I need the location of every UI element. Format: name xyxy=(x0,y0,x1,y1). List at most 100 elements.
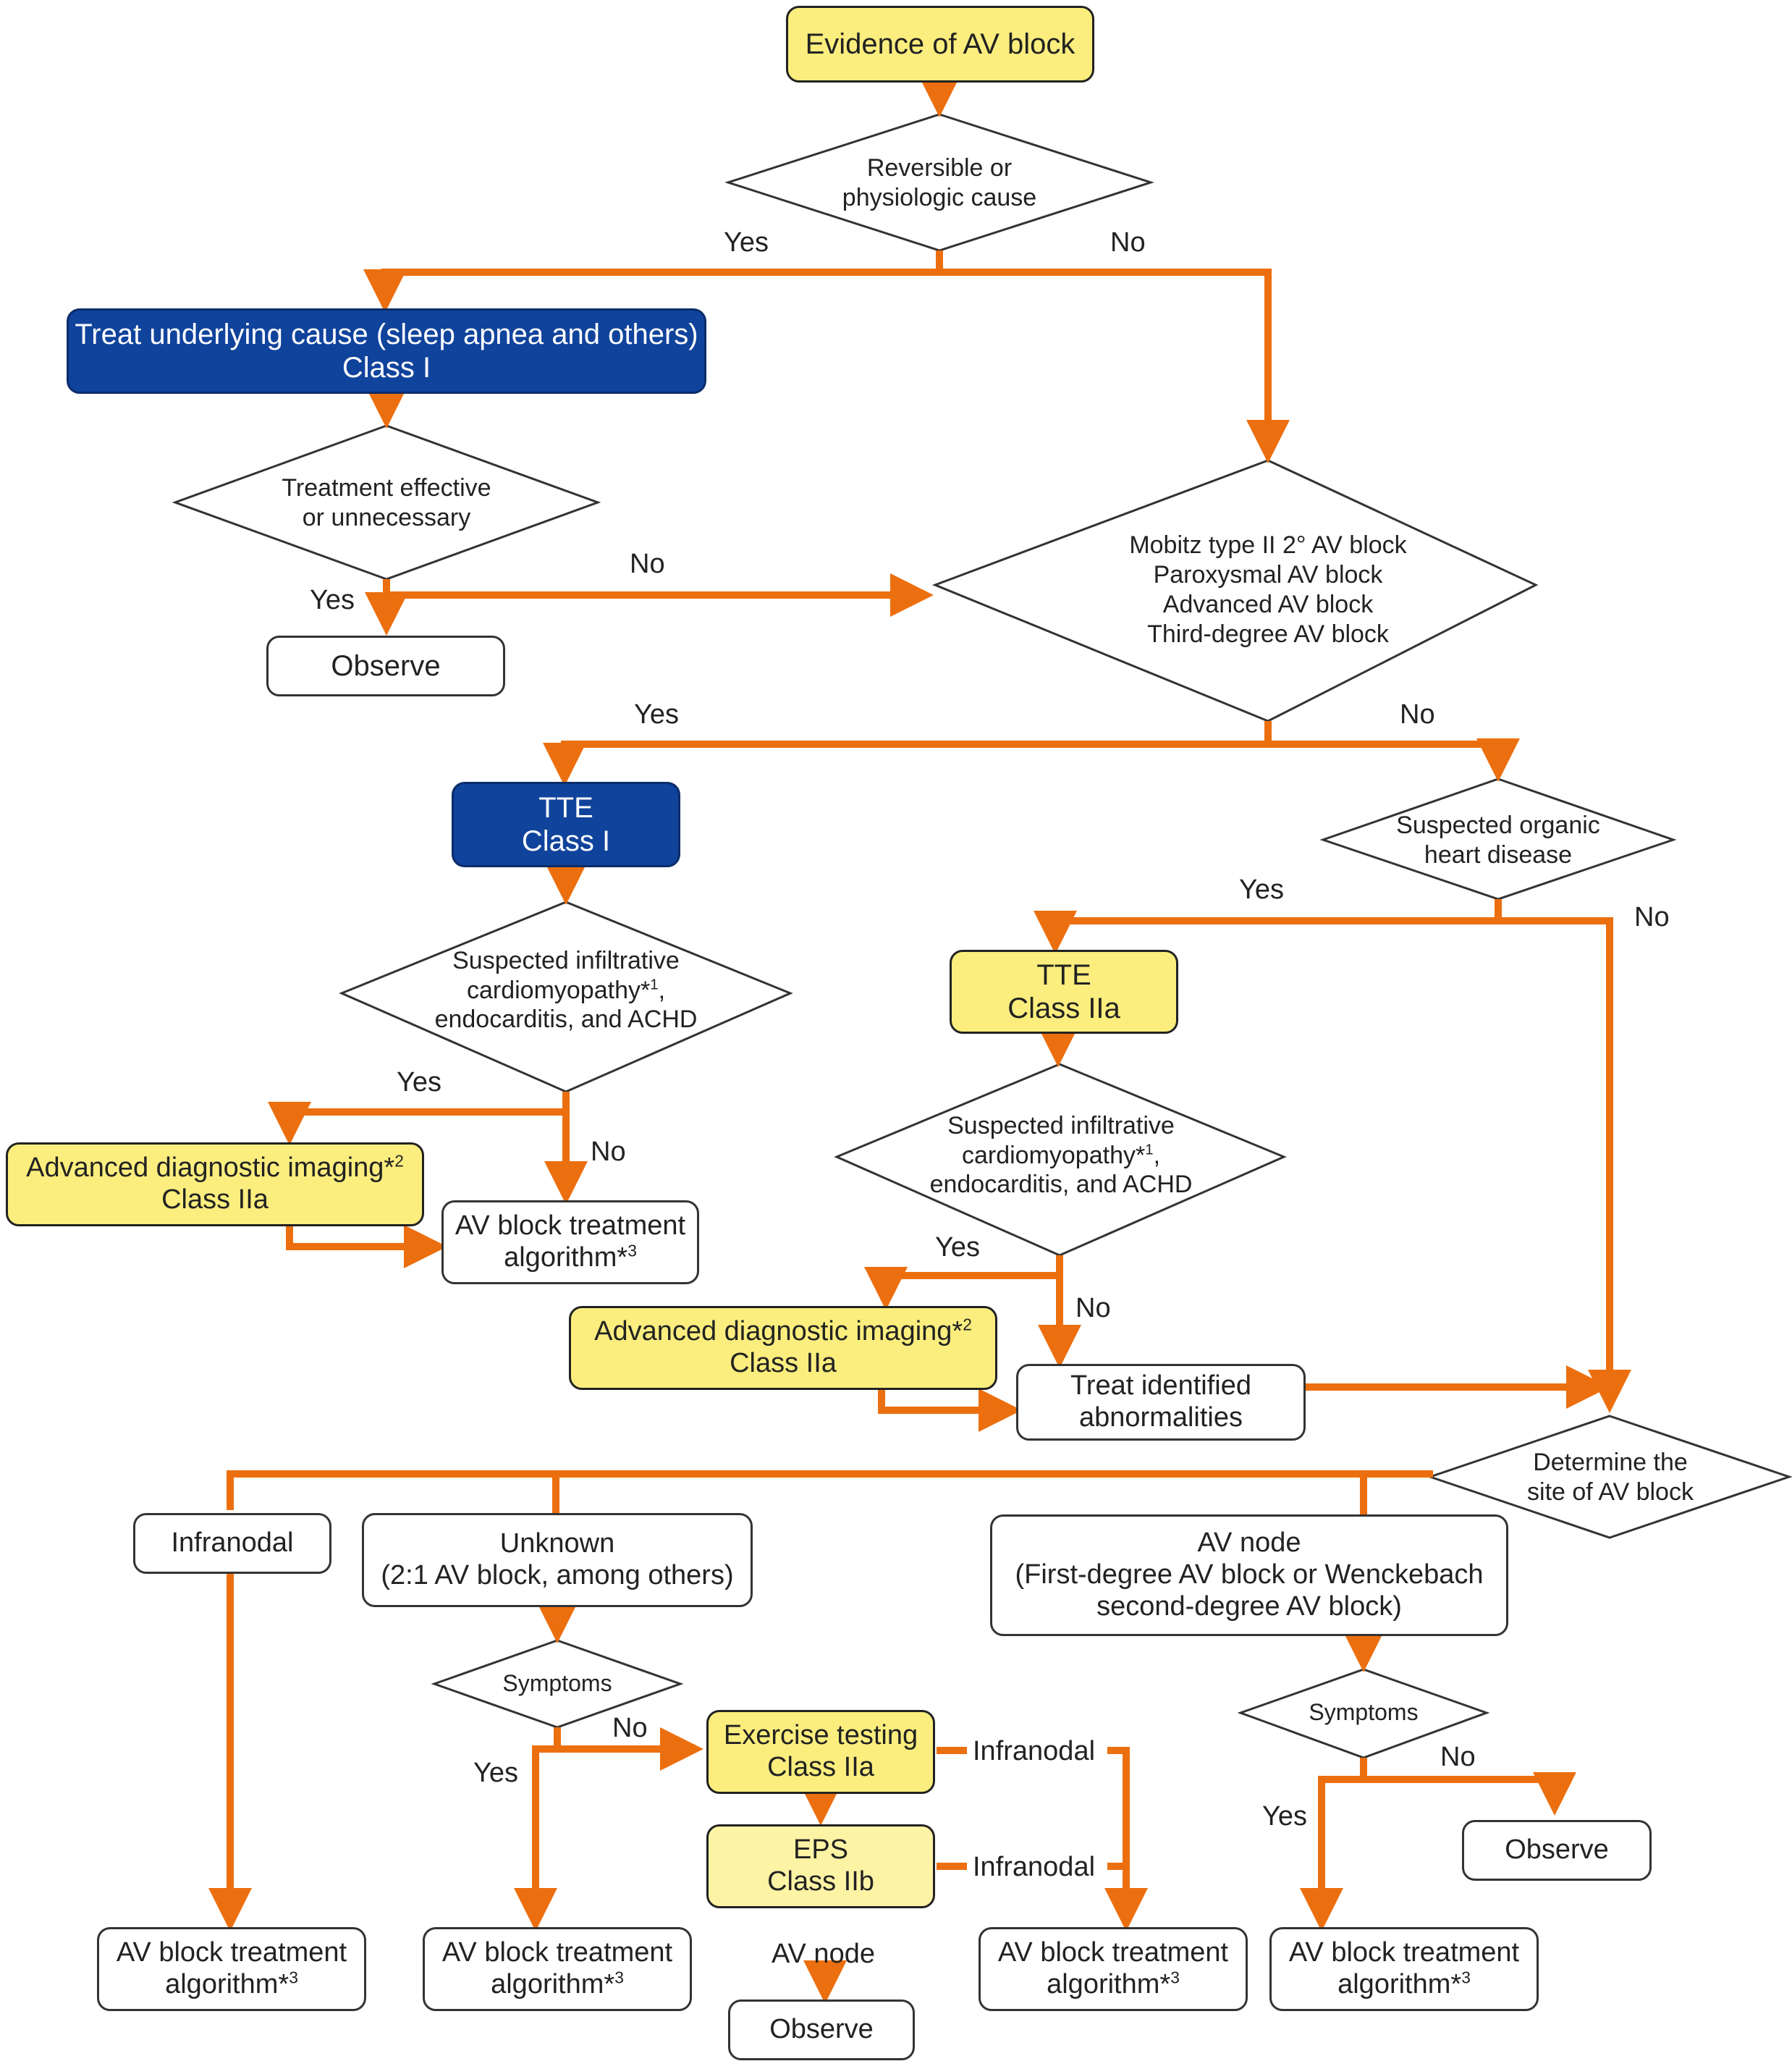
label-no-reversible: No xyxy=(1110,227,1146,258)
algorithm-box-bottom-2: AV block treatment algorithm*3 xyxy=(423,1927,692,2011)
arrow-symptoms-left-yes xyxy=(514,1745,557,1931)
observe-box-bottom: Observe xyxy=(728,2000,915,2060)
treat-underlying-cause-box: Treat underlying cause (sleep apnea and … xyxy=(67,308,706,394)
treat-cause-title: Treat underlying cause (sleep apnea and … xyxy=(75,319,698,350)
treat-cause-class: Class I xyxy=(342,352,431,384)
label-yes-symptoms-right: Yes xyxy=(1262,1801,1307,1832)
observe-right-label: Observe xyxy=(1505,1834,1609,1866)
label-no-mobitz: No xyxy=(1400,699,1435,730)
advanced-imaging-left-title: Advanced diagnostic imaging*2 xyxy=(26,1151,404,1184)
label-yes-reversible: Yes xyxy=(724,227,769,258)
advanced-imaging-right-class: Class IIa xyxy=(730,1348,837,1378)
infranodal-box: Infranodal xyxy=(133,1513,331,1574)
tte-right-title: TTE xyxy=(1036,959,1091,991)
label-yes-symptoms-left: Yes xyxy=(473,1758,518,1788)
symptoms-left-text: Symptoms xyxy=(502,1669,612,1696)
algorithm-b2-line2: algorithm*3 xyxy=(491,1968,624,2000)
algorithm-box-bottom-1: AV block treatment algorithm*3 xyxy=(97,1927,366,2011)
label-infranodal-exercise: Infranodal xyxy=(973,1736,1096,1766)
algorithm-box-bottom-3: AV block treatment algorithm*3 xyxy=(979,1927,1248,2011)
algorithm-b2-line1: AV block treatment xyxy=(441,1937,673,1968)
infiltrative-right-text: Suspected infiltrative cardiomyopathy*1,… xyxy=(929,1111,1193,1199)
unknown-subtitle: (2:1 AV block, among others) xyxy=(381,1560,734,1590)
label-no-organic: No xyxy=(1634,902,1670,932)
advanced-imaging-right-title: Advanced diagnostic imaging*2 xyxy=(594,1315,972,1347)
organic-text: Suspected organic heart disease xyxy=(1396,812,1600,869)
av-node-title: AV node xyxy=(1197,1527,1301,1559)
label-yes-infiltrative-left: Yes xyxy=(397,1067,441,1097)
algorithm-b1-line1: AV block treatment xyxy=(116,1937,347,1968)
arrow-mobitz-yes xyxy=(543,721,1272,786)
treat-identified-box: Treat identified abnormalities xyxy=(1016,1364,1306,1441)
arrow-symptoms-right-no xyxy=(1360,1758,1576,1816)
reversible-text: Reversible or physiologic cause xyxy=(842,154,1037,211)
av-node-line3: second-degree AV block) xyxy=(1096,1590,1402,1622)
label-no-effective: No xyxy=(630,549,665,579)
start-label: Evidence of AV block xyxy=(805,28,1075,60)
eps-title: EPS xyxy=(793,1834,849,1866)
observe-bottom-label: Observe xyxy=(769,2014,874,2045)
label-no-infiltrative-left: No xyxy=(591,1137,626,1167)
label-no-infiltrative-right: No xyxy=(1075,1293,1111,1323)
site-text: Determine the site of AV block xyxy=(1527,1449,1694,1506)
start-evidence-box: Evidence of AV block xyxy=(786,6,1094,83)
eps-box: EPS Class IIb xyxy=(706,1824,935,1908)
exercise-testing-box: Exercise testing Class IIa xyxy=(706,1710,935,1794)
treat-identified-line2: abnormalities xyxy=(1079,1402,1243,1433)
tte-left-title: TTE xyxy=(538,792,593,824)
algorithm-upper-left-line1: AV block treatment xyxy=(455,1210,686,1242)
mobitz-text: Mobitz type II 2° AV block Paroxysmal AV… xyxy=(1129,531,1407,648)
label-yes-effective: Yes xyxy=(310,585,355,615)
decision-site-diamond xyxy=(1427,1415,1792,1539)
arrow-reversible-yes xyxy=(363,250,943,313)
arrow-organic-no xyxy=(1498,917,1631,1413)
algorithm-b1-line2: algorithm*3 xyxy=(165,1968,298,2000)
algorithm-upper-left-line2: algorithm*3 xyxy=(504,1241,637,1273)
av-node-box: AV node (First-degree AV block or Wencke… xyxy=(990,1514,1508,1636)
advanced-imaging-left-class: Class IIa xyxy=(161,1184,269,1215)
algorithm-b4-line2: algorithm*3 xyxy=(1337,1968,1471,2000)
tte-left-box: TTE Class I xyxy=(452,782,680,867)
observe-box-1: Observe xyxy=(266,636,505,696)
label-av-node: AV node xyxy=(772,1939,875,1969)
label-infranodal-eps: Infranodal xyxy=(973,1852,1096,1882)
treat-identified-line1: Treat identified xyxy=(1070,1370,1251,1402)
exercise-title: Exercise testing xyxy=(723,1720,918,1751)
algorithm-box-bottom-4: AV block treatment algorithm*3 xyxy=(1269,1927,1539,2011)
algorithm-b4-line1: AV block treatment xyxy=(1288,1937,1520,1968)
eps-class: Class IIb xyxy=(767,1866,874,1897)
infiltrative-left-text: Suspected infiltrative cardiomyopathy*1,… xyxy=(434,946,698,1034)
label-no-symptoms-left: No xyxy=(612,1713,648,1743)
algorithm-box-upper-left: AV block treatment algorithm*3 xyxy=(441,1200,699,1284)
tte-right-box: TTE Class IIa xyxy=(950,950,1178,1034)
tte-left-class: Class I xyxy=(521,825,611,857)
av-node-line2: (First-degree AV block or Wenckebach xyxy=(1015,1559,1484,1590)
arrow-adv-right-to-treat xyxy=(878,1389,1022,1432)
arrow-organic-yes xyxy=(1034,899,1502,954)
observe-box-right: Observe xyxy=(1462,1820,1652,1881)
label-yes-organic: Yes xyxy=(1239,875,1284,905)
effective-text: Treatment effective or unnecessary xyxy=(282,474,491,531)
advanced-imaging-left-box: Advanced diagnostic imaging*2 Class IIa xyxy=(6,1142,424,1226)
observe-1-label: Observe xyxy=(331,650,441,682)
arrow-infiltrative-left-yes xyxy=(268,1092,570,1145)
algorithm-b3-line1: AV block treatment xyxy=(997,1937,1229,1968)
label-yes-infiltrative-right: Yes xyxy=(935,1232,980,1263)
exercise-class: Class IIa xyxy=(767,1752,874,1782)
arrow-infiltrative-right-yes xyxy=(864,1255,1063,1310)
arrow-infranodal-merge xyxy=(1104,1747,1148,1931)
branch-site-bus xyxy=(227,1470,1433,1510)
algorithm-b3-line2: algorithm*3 xyxy=(1047,1968,1180,2000)
label-yes-mobitz: Yes xyxy=(634,699,679,730)
advanced-imaging-right-box: Advanced diagnostic imaging*2 Class IIa xyxy=(569,1306,997,1390)
arrow-adv-left-to-algo xyxy=(286,1225,447,1268)
unknown-title: Unknown xyxy=(499,1528,615,1559)
arrow-reversible-no xyxy=(939,269,1290,463)
tte-right-class: Class IIa xyxy=(1007,993,1120,1024)
infranodal-box-label: Infranodal xyxy=(171,1527,294,1559)
arrow-mobitz-no xyxy=(1268,738,1520,782)
arrow-symptoms-right-yes xyxy=(1300,1776,1364,1931)
symptoms-right-text: Symptoms xyxy=(1309,1698,1419,1725)
label-no-symptoms-right: No xyxy=(1440,1742,1476,1772)
